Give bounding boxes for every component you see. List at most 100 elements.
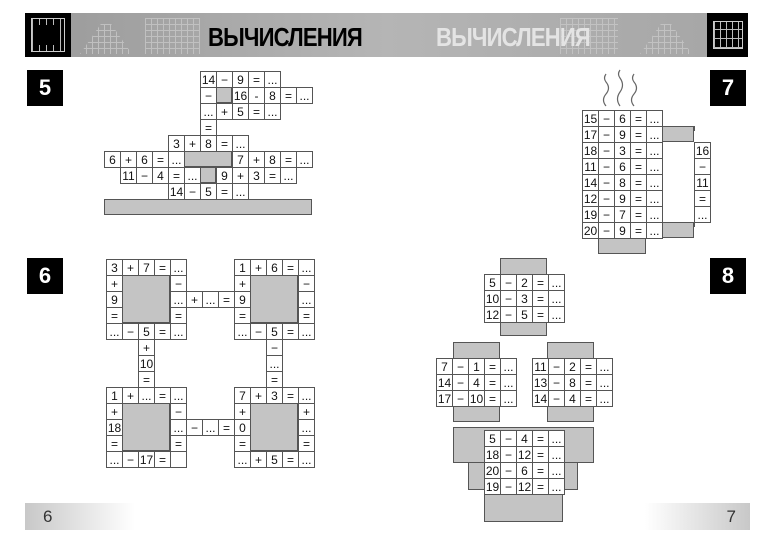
answer-cell[interactable]: ... bbox=[548, 478, 565, 495]
equation-cell: − bbox=[122, 323, 139, 340]
equation-cell: 18 bbox=[582, 142, 599, 159]
answer-cell[interactable]: ... bbox=[694, 206, 711, 223]
answer-cell[interactable]: ... bbox=[138, 387, 155, 404]
answer-cell[interactable]: ... bbox=[596, 390, 613, 407]
answer-cell[interactable]: ... bbox=[296, 87, 313, 104]
answer-cell[interactable]: ... bbox=[280, 167, 297, 184]
equation-cell: + bbox=[138, 339, 155, 356]
answer-cell[interactable]: ... bbox=[298, 323, 315, 340]
answer-cell[interactable]: ... bbox=[170, 419, 187, 436]
answer-cell[interactable]: ... bbox=[548, 274, 565, 291]
answer-cell[interactable]: ... bbox=[298, 451, 315, 468]
answer-cell[interactable]: ... bbox=[500, 390, 517, 407]
answer-cell[interactable]: ... bbox=[548, 446, 565, 463]
equation-cell: + bbox=[106, 403, 123, 420]
answer-cell[interactable]: ... bbox=[596, 358, 613, 375]
answer-cell[interactable]: ... bbox=[264, 103, 281, 120]
answer-cell[interactable]: ... bbox=[232, 183, 249, 200]
equation-cell: = bbox=[154, 323, 171, 340]
answer-cell[interactable]: ... bbox=[646, 110, 663, 127]
equation-cell: 17 bbox=[436, 390, 453, 407]
equation-cell: = bbox=[532, 446, 549, 463]
equation-cell: 12 bbox=[516, 478, 533, 495]
answer-cell[interactable]: ... bbox=[596, 374, 613, 391]
equation-cell: − bbox=[186, 419, 203, 436]
answer-cell[interactable]: ... bbox=[170, 323, 187, 340]
equation-grid-icon bbox=[707, 13, 748, 57]
answer-cell[interactable]: ... bbox=[298, 419, 315, 436]
equation-cell: 8 bbox=[564, 374, 581, 391]
exercise-number-7: 7 bbox=[710, 70, 746, 106]
answer-cell[interactable]: ... bbox=[646, 158, 663, 175]
equation-cell: 8 bbox=[264, 151, 281, 168]
answer-cell[interactable]: ... bbox=[202, 419, 219, 436]
equation-cell: − bbox=[548, 390, 565, 407]
equation-cell: = bbox=[266, 371, 283, 388]
equation-cell: − bbox=[500, 290, 517, 307]
answer-cell[interactable]: ... bbox=[168, 151, 185, 168]
equation-cell: 7 bbox=[138, 259, 155, 276]
equation-cell: 3 bbox=[168, 135, 185, 152]
equation-cell: = bbox=[282, 451, 299, 468]
answer-cell[interactable]: ... bbox=[298, 291, 315, 308]
answer-cell[interactable]: ... bbox=[170, 387, 187, 404]
answer-cell[interactable]: ... bbox=[646, 206, 663, 223]
answer-cell[interactable]: ... bbox=[298, 387, 315, 404]
equation-cell: − bbox=[136, 167, 153, 184]
equation-cell: 6 bbox=[516, 462, 533, 479]
answer-cell[interactable]: ... bbox=[296, 151, 313, 168]
equation-cell: = bbox=[630, 190, 647, 207]
answer-cell[interactable]: ... bbox=[646, 190, 663, 207]
answer-cell[interactable]: ... bbox=[646, 126, 663, 143]
shaded-block bbox=[122, 275, 170, 323]
answer-cell[interactable]: ... bbox=[500, 374, 517, 391]
answer-cell[interactable]: ... bbox=[264, 71, 281, 88]
answer-cell[interactable]: ... bbox=[106, 323, 123, 340]
answer-cell[interactable]: ... bbox=[548, 462, 565, 479]
answer-cell[interactable]: ... bbox=[500, 358, 517, 375]
answer-cell[interactable]: ... bbox=[106, 451, 123, 468]
equation-cell: = bbox=[484, 374, 501, 391]
equation-cell: = bbox=[218, 291, 235, 308]
answer-cell[interactable] bbox=[170, 451, 187, 468]
answer-cell[interactable]: ... bbox=[298, 259, 315, 276]
answer-cell[interactable]: ... bbox=[170, 291, 187, 308]
equation-cell: − bbox=[500, 478, 517, 495]
answer-cell[interactable]: ... bbox=[646, 222, 663, 239]
answer-cell[interactable]: ... bbox=[548, 430, 565, 447]
shaded-block bbox=[662, 126, 694, 142]
answer-cell[interactable]: ... bbox=[266, 355, 283, 372]
equation-cell: 8 bbox=[200, 135, 217, 152]
equation-cell: = bbox=[216, 183, 233, 200]
shaded-block bbox=[250, 403, 298, 451]
answer-cell[interactable]: ... bbox=[234, 451, 251, 468]
answer-cell[interactable]: ... bbox=[202, 291, 219, 308]
equation-cell: + bbox=[234, 275, 251, 292]
equation-cell: + bbox=[186, 291, 203, 308]
answer-cell[interactable]: ... bbox=[232, 135, 249, 152]
shaded-block bbox=[250, 275, 298, 323]
equation-cell: = bbox=[282, 387, 299, 404]
equation-cell: = bbox=[280, 87, 297, 104]
equation-cell: − bbox=[452, 358, 469, 375]
grid-decoration bbox=[145, 18, 200, 54]
answer-cell[interactable]: ... bbox=[200, 103, 217, 120]
answer-cell[interactable]: ... bbox=[646, 142, 663, 159]
answer-cell[interactable]: ... bbox=[184, 167, 201, 184]
answer-cell[interactable]: ... bbox=[548, 290, 565, 307]
answer-cell[interactable]: ... bbox=[170, 259, 187, 276]
equation-cell: − bbox=[266, 339, 283, 356]
answer-cell[interactable]: ... bbox=[234, 323, 251, 340]
equation-cell: 5 bbox=[200, 183, 217, 200]
equation-cell: = bbox=[264, 167, 281, 184]
answer-cell[interactable]: ... bbox=[548, 306, 565, 323]
equation-cell: 7 bbox=[614, 206, 631, 223]
equation-cell: = bbox=[630, 206, 647, 223]
equation-cell: = bbox=[280, 151, 297, 168]
equation-cell: = bbox=[216, 135, 233, 152]
section-title: ВЫЧИСЛЕНИЯ bbox=[208, 22, 363, 52]
equation-cell: = bbox=[484, 390, 501, 407]
equation-cell: = bbox=[298, 435, 315, 452]
answer-cell[interactable]: ... bbox=[646, 174, 663, 191]
equation-cell: 9 bbox=[232, 71, 249, 88]
